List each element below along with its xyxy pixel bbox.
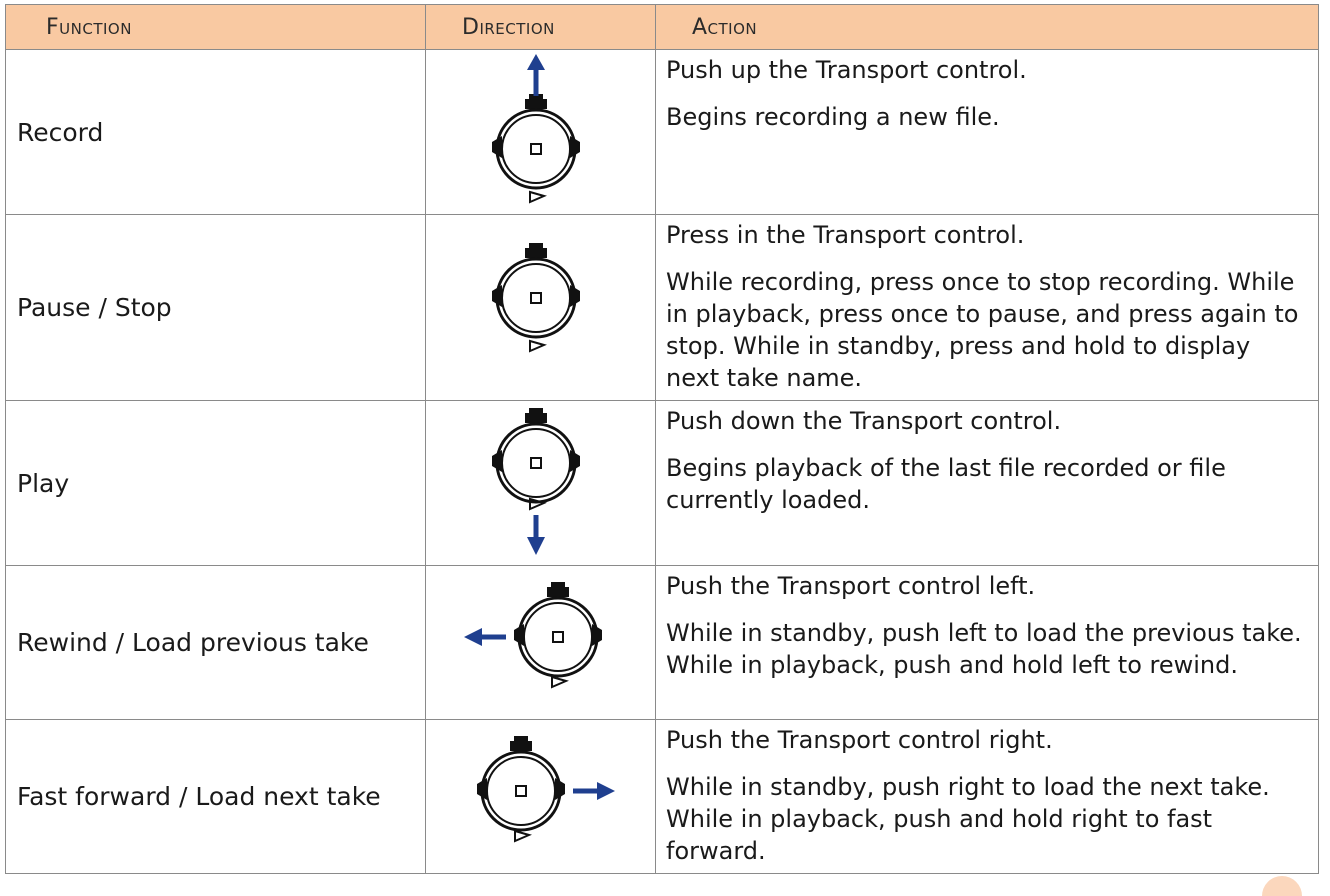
action-cell: Push the Transport control right. While … xyxy=(655,719,1319,874)
transport-joystick-icon xyxy=(477,735,565,843)
action-cell: Push down the Transport control. Begins … xyxy=(655,400,1319,566)
table-row-rewind: Rewind / Load previous take xyxy=(5,565,1319,720)
header-action: Action xyxy=(655,4,1319,50)
joystick-top-tab xyxy=(525,99,547,109)
transport-joystick-icon xyxy=(492,242,580,353)
transport-control-table: Function Direction Action Record xyxy=(5,4,1319,874)
action-detail: Begins playback of the last file recorde… xyxy=(666,454,1226,514)
table-row-play: Play xyxy=(5,400,1319,566)
direction-cell xyxy=(425,214,656,401)
transport-joystick-icon xyxy=(514,581,602,689)
joystick-up-icon xyxy=(492,54,580,204)
page-corner-tab xyxy=(1262,876,1302,896)
action-main: Press in the Transport control. xyxy=(666,221,1025,249)
table-row-fast-forward: Fast forward / Load next take xyxy=(5,719,1319,874)
arrow-left-icon xyxy=(464,627,506,646)
function-cell: Rewind / Load previous take xyxy=(5,565,426,720)
direction-cell xyxy=(425,400,656,566)
action-cell: Push up the Transport control. Begins re… xyxy=(655,49,1319,215)
action-detail: While recording, press once to stop reco… xyxy=(666,268,1299,392)
action-cell: Press in the Transport control. While re… xyxy=(655,214,1319,401)
arrow-up-icon xyxy=(527,54,545,96)
action-detail: While in standby, push right to load the… xyxy=(666,773,1270,865)
function-cell: Fast forward / Load next take xyxy=(5,719,426,874)
joystick-left-icon xyxy=(464,581,602,689)
action-detail: Begins recording a new file. xyxy=(666,103,1000,131)
header-direction: Direction xyxy=(425,4,656,50)
action-detail: While in standby, push left to load the … xyxy=(666,619,1302,679)
table-row-record: Record xyxy=(5,49,1319,215)
direction-cell xyxy=(425,565,656,720)
function-cell: Record xyxy=(5,49,426,215)
function-cell: Pause / Stop xyxy=(5,214,426,401)
table-header-row: Function Direction Action xyxy=(5,4,1319,50)
joystick-center-icon xyxy=(492,242,580,353)
joystick-down-icon xyxy=(492,408,580,555)
action-main: Push the Transport control right. xyxy=(666,726,1053,754)
arrow-right-icon xyxy=(573,781,615,800)
action-cell: Push the Transport control left. While i… xyxy=(655,565,1319,720)
transport-joystick-icon xyxy=(492,94,580,204)
direction-cell xyxy=(425,719,656,874)
action-main: Push down the Transport control. xyxy=(666,407,1062,435)
action-main: Push up the Transport control. xyxy=(666,56,1027,84)
header-function: Function xyxy=(5,4,426,50)
arrow-down-icon xyxy=(527,515,545,555)
action-main: Push the Transport control left. xyxy=(666,572,1036,600)
joystick-right-icon xyxy=(477,735,615,843)
transport-joystick-icon xyxy=(492,408,580,511)
function-cell: Play xyxy=(5,400,426,566)
table-row-pause-stop: Pause / Stop Press in the T xyxy=(5,214,1319,401)
joystick-center-square xyxy=(530,143,542,155)
direction-cell xyxy=(425,49,656,215)
